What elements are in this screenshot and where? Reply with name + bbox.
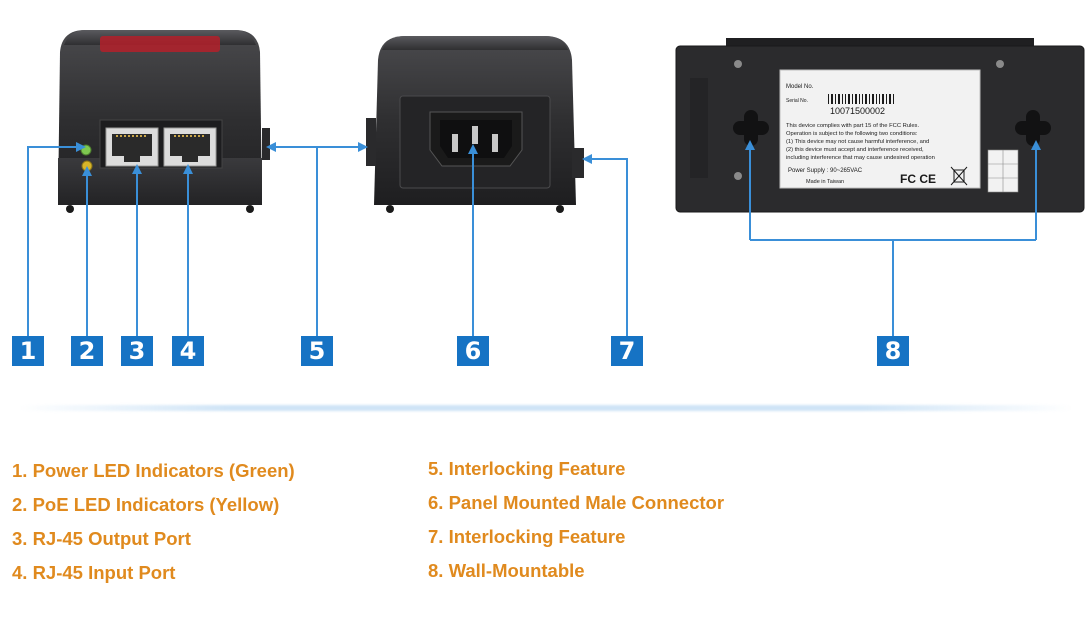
- label-certification-marks: FC CE: [900, 172, 936, 186]
- product-diagram: Model No. Serial No. 10071500002 This de…: [12, 30, 1085, 366]
- label-serial-value: 10071500002: [830, 106, 885, 116]
- callout-number-8: 8: [885, 337, 902, 365]
- iec-power-connector: [429, 111, 523, 167]
- callout-number-5: 5: [309, 337, 326, 365]
- legend-item-rj45-output: 3. RJ-45 Output Port: [12, 528, 191, 549]
- callout-badge-8: 8: [877, 336, 909, 366]
- barcode: [828, 94, 894, 104]
- keyhole-left: [733, 110, 769, 146]
- product-label: Model No. Serial No. 10071500002 This de…: [779, 69, 981, 189]
- device-front-view: [58, 30, 270, 213]
- weee-icon: [950, 166, 968, 186]
- connector-lines: [27, 146, 1037, 336]
- label-fcc-line-2: Operation is subject to the following tw…: [786, 131, 918, 137]
- callout-badge-1: 1: [12, 336, 44, 366]
- callout-number-2: 2: [79, 337, 96, 365]
- callout-number-4: 4: [180, 337, 197, 365]
- keyhole-right: [1015, 110, 1051, 146]
- callout-badges: 1 2 3 4 5 6 7 8: [12, 336, 909, 366]
- device-bottom-view: Model No. Serial No. 10071500002 This de…: [675, 38, 1085, 213]
- callout-number-6: 6: [465, 337, 482, 365]
- connector-1: [27, 146, 80, 336]
- label-model-no: Model No.: [786, 84, 814, 90]
- device-rear-view: [366, 36, 584, 213]
- connector-5: [272, 146, 362, 336]
- legend-left-column: 1. Power LED Indicators (Green) 2. PoE L…: [12, 454, 295, 590]
- callout-number-7: 7: [619, 337, 636, 365]
- label-serial-no: Serial No.: [786, 98, 808, 104]
- callout-badge-3: 3: [121, 336, 153, 366]
- rj45-input-port: [163, 127, 217, 167]
- label-made-in: Made in Taiwan: [806, 179, 844, 185]
- connector-arrows: [76, 140, 1041, 176]
- recycle-grid: [987, 149, 1019, 193]
- label-fcc-line-3: (1) This device may not cause harmful in…: [786, 139, 929, 145]
- legend-item-wall-mountable: 8. Wall-Mountable: [428, 560, 585, 581]
- label-fcc-line-5: including interference that may cause un…: [786, 155, 935, 161]
- legend-item-poe-led: 2. PoE LED Indicators (Yellow): [12, 494, 280, 515]
- callout-badge-6: 6: [457, 336, 489, 366]
- label-fcc-line-1: This device complies with part 15 of the…: [786, 123, 919, 129]
- brand-strip: [100, 36, 220, 52]
- callout-number-3: 3: [129, 337, 146, 365]
- connector-8: [749, 146, 1037, 336]
- connector-7: [588, 158, 628, 336]
- label-power-supply: Power Supply : 90~265VAC: [788, 168, 863, 174]
- legend-item-rj45-input: 4. RJ-45 Input Port: [12, 562, 176, 583]
- callout-badge-5: 5: [301, 336, 333, 366]
- callout-badge-7: 7: [611, 336, 643, 366]
- legend-item-male-connector: 6. Panel Mounted Male Connector: [428, 492, 725, 513]
- rj45-output-port: [105, 127, 159, 167]
- label-fcc-line-4: (2) this device must accept and interfer…: [786, 147, 924, 153]
- callout-number-1: 1: [20, 337, 37, 365]
- callout-badge-2: 2: [71, 336, 103, 366]
- callout-badge-4: 4: [172, 336, 204, 366]
- legend-item-interlocking-7: 7. Interlocking Feature: [428, 526, 626, 547]
- legend-item-interlocking-5: 5. Interlocking Feature: [428, 458, 626, 479]
- legend-right-column: 5. Interlocking Feature 6. Panel Mounted…: [428, 452, 724, 588]
- legend-item-power-led: 1. Power LED Indicators (Green): [12, 460, 295, 481]
- section-divider: [20, 405, 1072, 411]
